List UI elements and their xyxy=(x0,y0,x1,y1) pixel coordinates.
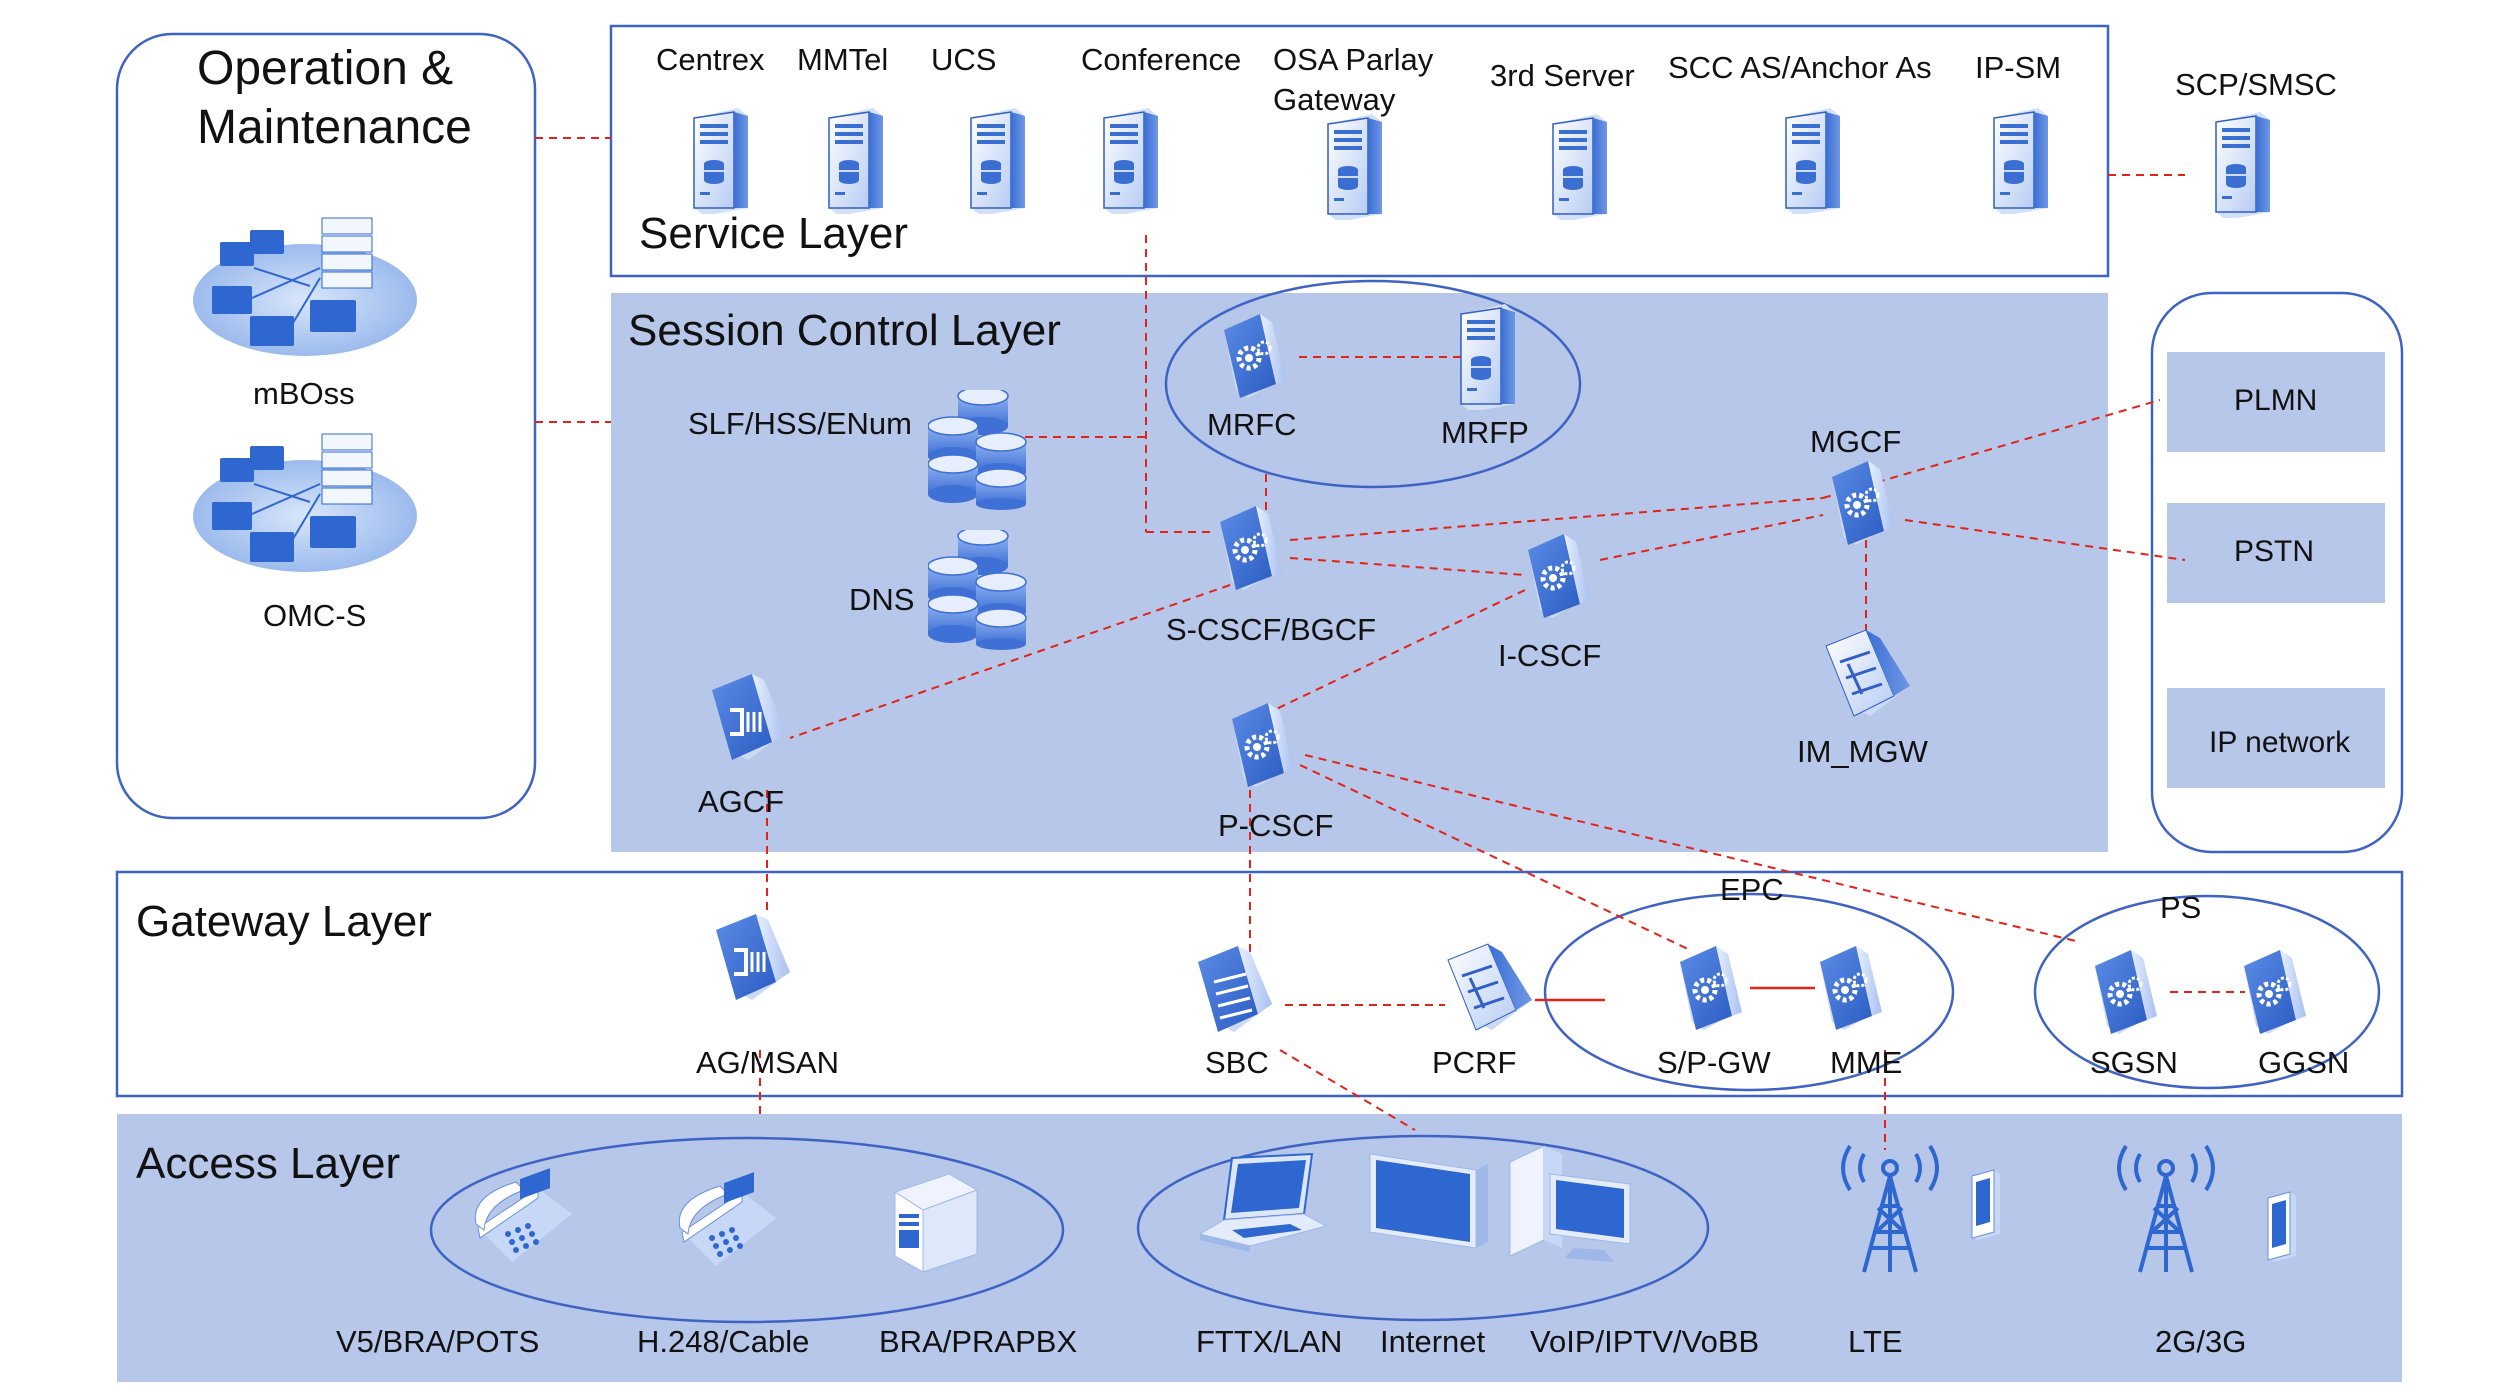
agcf-label: AGCF xyxy=(698,784,784,819)
mgcf-label: MGCF xyxy=(1810,424,1901,459)
lte-mobile-icon xyxy=(1971,1169,2001,1241)
om-title-line1: Operation & xyxy=(197,42,453,95)
ps-group xyxy=(2033,894,2381,1090)
ucs-label: UCS xyxy=(931,42,996,77)
third-server-icon xyxy=(1552,113,1608,220)
mrfp-label: MRFP xyxy=(1441,415,1529,450)
ip-network-label: IP network xyxy=(2209,726,2351,759)
scp-smsc-server-icon xyxy=(2215,111,2271,218)
media-resource-group xyxy=(1164,279,1582,489)
conference-server-icon xyxy=(1103,107,1159,214)
om-title-line2: Maintenance xyxy=(197,101,472,154)
access-layer-title: Access Layer xyxy=(136,1139,400,1188)
dns-label: DNS xyxy=(849,582,914,617)
centrex-label: Centrex xyxy=(656,42,765,77)
ip-sm-server-icon xyxy=(1993,107,2049,214)
v5-label: V5/BRA/POTS xyxy=(336,1324,539,1359)
pstn-label: PSTN xyxy=(2234,535,2314,568)
h248-label: H.248/Cable xyxy=(637,1324,809,1359)
fttx-label: FTTX/LAN xyxy=(1196,1324,1342,1359)
gateway-layer-title: Gateway Layer xyxy=(136,897,432,946)
pstn-box xyxy=(2167,503,2385,603)
broadband-terminals-group xyxy=(1136,1134,1710,1322)
labels: Operation & Maintenance mBOss OMC-S Cent… xyxy=(136,42,2351,1359)
scp-smsc-label: SCP/SMSC xyxy=(2175,67,2337,102)
links xyxy=(535,137,2245,1150)
osa-label-line2: Gateway xyxy=(1273,82,1396,117)
omcs-label: OMC-S xyxy=(263,598,366,633)
session-layer-panel xyxy=(611,293,2108,852)
internet-label: Internet xyxy=(1380,1324,1486,1359)
mme-label: MME xyxy=(1830,1045,1902,1080)
centrex-server-icon xyxy=(693,107,749,214)
slf-label: SLF/HSS/ENum xyxy=(688,406,912,441)
mboss-label: mBOss xyxy=(253,376,355,411)
scscf-label: S-CSCF/BGCF xyxy=(1166,612,1376,647)
third-server-label: 3rd Server xyxy=(1490,58,1635,93)
ip-network-box xyxy=(2167,688,2385,788)
epc-label: EPC xyxy=(1720,872,1784,907)
ucs-server-icon xyxy=(970,107,1026,214)
scc-label: SCC AS/Anchor As xyxy=(1668,50,1932,85)
mrfc-label: MRFC xyxy=(1207,407,1297,442)
lte-label: LTE xyxy=(1848,1324,1903,1359)
immgw-label: IM_MGW xyxy=(1797,734,1929,769)
ps-label: PS xyxy=(2160,890,2201,925)
sgsn-label: SGSN xyxy=(2090,1045,2178,1080)
2g3g-mobile-icon xyxy=(2267,1191,2297,1263)
2g3g-label: 2G/3G xyxy=(2155,1324,2246,1359)
ggsn-label: GGSN xyxy=(2258,1045,2349,1080)
agmsan-label: AG/MSAN xyxy=(696,1045,839,1080)
spgw-label: S/P-GW xyxy=(1657,1045,1771,1080)
session-layer-title: Session Control Layer xyxy=(628,306,1061,355)
pcscf-label: P-CSCF xyxy=(1218,808,1333,843)
conference-label: Conference xyxy=(1081,42,1241,77)
pcrf-label: PCRF xyxy=(1432,1045,1516,1080)
mrfp-node-icon xyxy=(1460,303,1516,410)
om-panel xyxy=(115,32,537,820)
icscf-label: I-CSCF xyxy=(1498,638,1601,673)
scc-as-server-icon xyxy=(1785,107,1841,214)
ipsm-label: IP-SM xyxy=(1975,50,2061,85)
bra-label: BRA/PRAPBX xyxy=(879,1324,1077,1359)
voip-label: VoIP/IPTV/VoBB xyxy=(1530,1324,1759,1359)
pbx-box-icon xyxy=(894,1173,978,1273)
plmn-label: PLMN xyxy=(2234,384,2317,417)
osa-gateway-server-icon xyxy=(1327,113,1383,220)
fixed-terminals-group xyxy=(429,1136,1065,1324)
mmtel-label: MMTel xyxy=(797,42,888,77)
plmn-box xyxy=(2167,352,2385,452)
epc-group xyxy=(1543,892,1955,1092)
osa-label-line1: OSA Parlay xyxy=(1273,42,1434,77)
service-layer-title: Service Layer xyxy=(639,209,908,258)
mmtel-server-icon xyxy=(828,107,884,214)
sbc-label: SBC xyxy=(1205,1045,1269,1080)
